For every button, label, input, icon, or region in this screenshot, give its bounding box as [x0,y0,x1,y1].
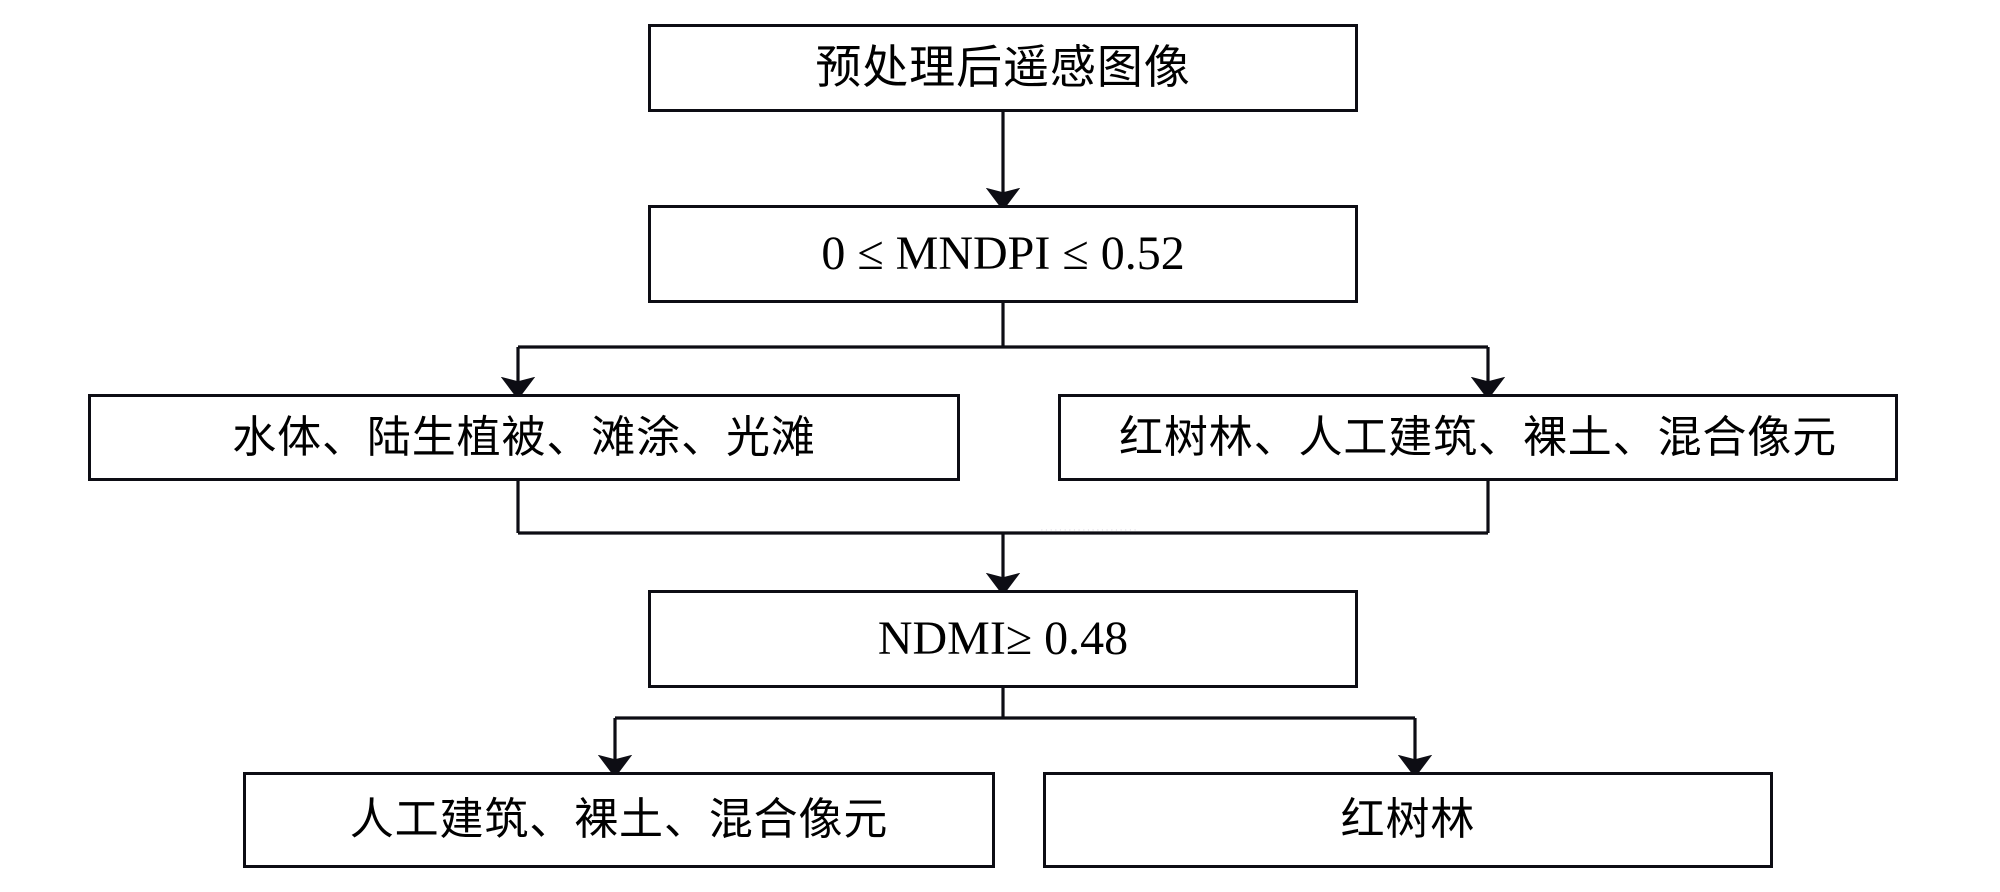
node-ndmi-threshold-label: NDMI≥ 0.48 [877,612,1129,665]
node-input-image-label: 预处理后遥感图像 [815,42,1191,93]
node-result-mangrove-label: 红树林 [1340,795,1476,844]
node-result-built-up: 人工建筑、裸土、混合像元 [243,772,995,868]
node-input-image: 预处理后遥感图像 [648,24,1358,112]
node-ndmi-threshold: NDMI≥ 0.48 [648,590,1358,688]
node-mndpi-threshold: 0 ≤ MNDPI ≤ 0.52 [648,205,1358,303]
node-class-group-right: 红树林、人工建筑、裸土、混合像元 [1058,394,1898,481]
node-result-built-up-label: 人工建筑、裸土、混合像元 [349,795,889,844]
node-class-group-left: 水体、陆生植被、滩涂、光滩 [88,394,960,481]
node-class-group-right-label: 红树林、人工建筑、裸土、混合像元 [1118,412,1838,462]
node-mndpi-threshold-label: 0 ≤ MNDPI ≤ 0.52 [821,227,1185,280]
node-result-mangrove: 红树林 [1043,772,1773,868]
node-class-group-left-label: 水体、陆生植被、滩涂、光滩 [232,412,816,462]
